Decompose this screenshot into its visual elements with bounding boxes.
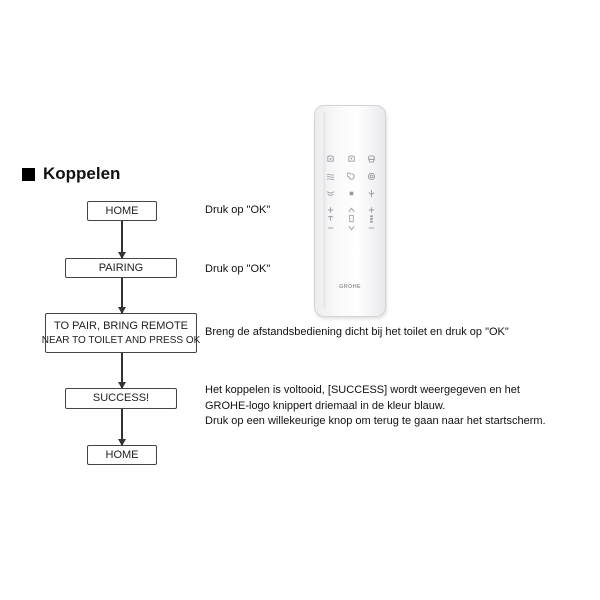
flow-step-bring-remote: TO PAIR, BRING REMOTE NEAR TO TOILET AND… — [42, 313, 200, 353]
flow-step-success: SUCCESS! — [65, 388, 177, 409]
flow-step-label: PAIRING — [98, 261, 144, 274]
description-line: Druk op een willekeurige knop om terug t… — [205, 415, 546, 427]
flow-arrow — [118, 278, 125, 314]
remote-control: GROHE — [314, 105, 386, 317]
flow-step-label: NEAR TO TOILET AND PRESS OK — [41, 334, 201, 346]
section-title: Koppelen — [22, 164, 120, 184]
lady-wash-icon — [345, 154, 357, 166]
flow-step-label: TO PAIR, BRING REMOTE — [53, 319, 189, 332]
deodorize-icon — [324, 189, 336, 201]
nozzle-icon — [365, 189, 377, 201]
plus-minus-icon — [324, 206, 336, 235]
description-line: Het koppelen is voltooid, [SUCCESS] word… — [205, 384, 520, 396]
flow-step-label: HOME — [105, 448, 139, 461]
flow-step-home: HOME — [87, 201, 157, 221]
description-line: GROHE-logo knippert driemaal in de kleur… — [205, 399, 446, 412]
step-description: Druk op "OK" — [205, 203, 270, 219]
flow-step-label: SUCCESS! — [92, 392, 150, 405]
up-down-icon — [345, 206, 357, 235]
flow-step-label: HOME — [105, 204, 139, 217]
remote-brand-logo: GROHE — [339, 284, 361, 290]
massage-icon — [345, 172, 357, 184]
seat-icon — [365, 154, 377, 166]
flow-step-pairing: PAIRING — [65, 258, 177, 278]
page-title: Koppelen — [43, 164, 121, 183]
flow-step-home-final: HOME — [87, 445, 157, 465]
step-description: Druk op "OK" — [205, 262, 270, 278]
step-description: Het koppelen is voltooid, [SUCCESS] word… — [205, 383, 546, 430]
flow-arrow — [118, 353, 125, 389]
dryer-icon — [324, 172, 336, 184]
flow-arrow — [118, 409, 125, 446]
step-description: Breng de afstandsbediening dicht bij het… — [205, 325, 509, 341]
bullet-square-icon — [22, 167, 35, 181]
flow-arrow — [118, 221, 125, 259]
stop-icon — [345, 189, 357, 201]
description-line: Breng de afstandsbediening dicht bij het… — [205, 326, 509, 338]
description-line: Druk op "OK" — [205, 263, 271, 275]
level-icon — [365, 206, 377, 235]
spiral-icon — [365, 172, 377, 184]
description-line: Druk op "OK" — [205, 204, 271, 216]
rear-wash-icon — [324, 154, 336, 166]
